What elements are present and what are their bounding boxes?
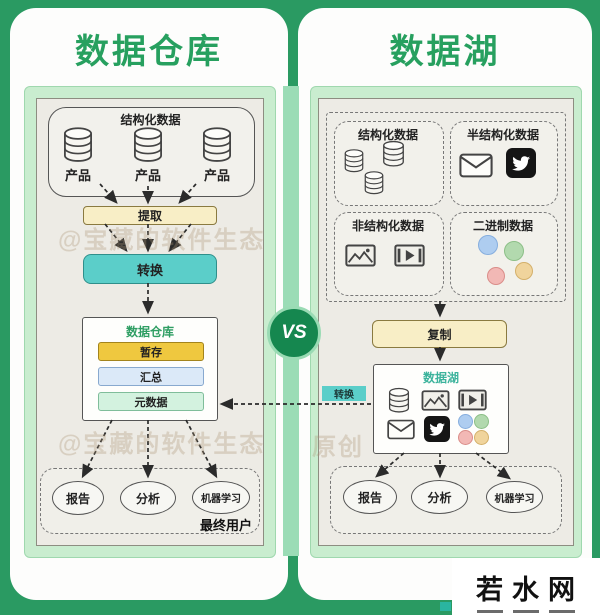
- warehouse-box: 数据仓库 暂存 汇总 元数据: [82, 317, 218, 421]
- lake-title: 数据湖: [389, 33, 501, 71]
- staging-layer: 暂存: [98, 342, 204, 361]
- cross-transform-tag: 转换: [322, 386, 366, 401]
- product-label: 产品: [134, 168, 161, 183]
- transform-box: 转换: [83, 254, 217, 284]
- watermark-original: 原创: [312, 434, 364, 461]
- logo-accent-square: [440, 602, 451, 611]
- ml-ellipse: 机器学习: [192, 481, 250, 514]
- binary-data-title: 二进制数据: [472, 219, 533, 233]
- database-icon: [60, 126, 96, 164]
- product-label: 产品: [203, 168, 230, 183]
- warehouse-title: 数据仓库: [75, 33, 223, 71]
- analysis-ellipse: 分析: [120, 481, 176, 515]
- database-icon: [386, 387, 412, 414]
- video-icon: [394, 244, 425, 267]
- report-ellipse: 报告: [343, 480, 397, 514]
- video-icon: [458, 389, 487, 411]
- twitter-bird-icon: [424, 416, 450, 442]
- analysis-ellipse: 分析: [411, 480, 468, 514]
- report-ellipse: 报告: [52, 481, 104, 515]
- warehouse-box-title: 数据仓库: [125, 325, 174, 339]
- product-label: 产品: [64, 168, 91, 183]
- binary-dot-icon: [474, 430, 489, 445]
- logo-subtext-bars: [452, 610, 600, 613]
- logo-subtext-bar: [477, 610, 503, 613]
- database-icon: [130, 126, 166, 164]
- semi-structured-data-title: 半结构化数据: [466, 128, 539, 142]
- binary-dot-icon: [487, 267, 505, 285]
- watermark-text: @宝藏的软件生态: [58, 227, 266, 254]
- ml-ellipse: 机器学习: [486, 481, 543, 513]
- logo-subtext-bar: [549, 610, 575, 613]
- unstructured-data-title: 非结构化数据: [351, 219, 424, 233]
- vs-badge: VS: [267, 306, 321, 360]
- binary-dot-icon: [458, 430, 473, 445]
- extract-box: 提取: [83, 206, 217, 225]
- envelope-icon: [459, 153, 493, 178]
- binary-dot-icon: [478, 235, 498, 255]
- binary-dot-icon: [504, 241, 524, 261]
- watermark-text: @宝藏的软件生态: [58, 431, 266, 458]
- twitter-bird-icon: [506, 148, 536, 178]
- warehouse-sources-title: 结构化数据: [120, 113, 181, 127]
- site-logo: 若水网: [452, 558, 600, 615]
- binary-dot-icon: [458, 414, 473, 429]
- database-icon: [380, 140, 407, 168]
- site-logo-title: 若水网: [476, 575, 584, 605]
- image-icon: [345, 244, 376, 267]
- database-icon: [199, 126, 235, 164]
- envelope-icon: [387, 419, 415, 440]
- summary-layer: 汇总: [98, 367, 204, 386]
- logo-subtext-bar: [513, 610, 539, 613]
- database-icon: [362, 170, 386, 196]
- copy-box: 复制: [372, 320, 507, 348]
- metadata-layer: 元数据: [98, 392, 204, 411]
- endusers-caption: 最终用户: [200, 518, 253, 533]
- binary-dot-icon: [474, 414, 489, 429]
- image-icon: [421, 390, 450, 411]
- structured-data-title: 结构化数据: [357, 128, 418, 142]
- lake-box-title: 数据湖: [422, 371, 459, 385]
- binary-dot-icon: [515, 262, 533, 280]
